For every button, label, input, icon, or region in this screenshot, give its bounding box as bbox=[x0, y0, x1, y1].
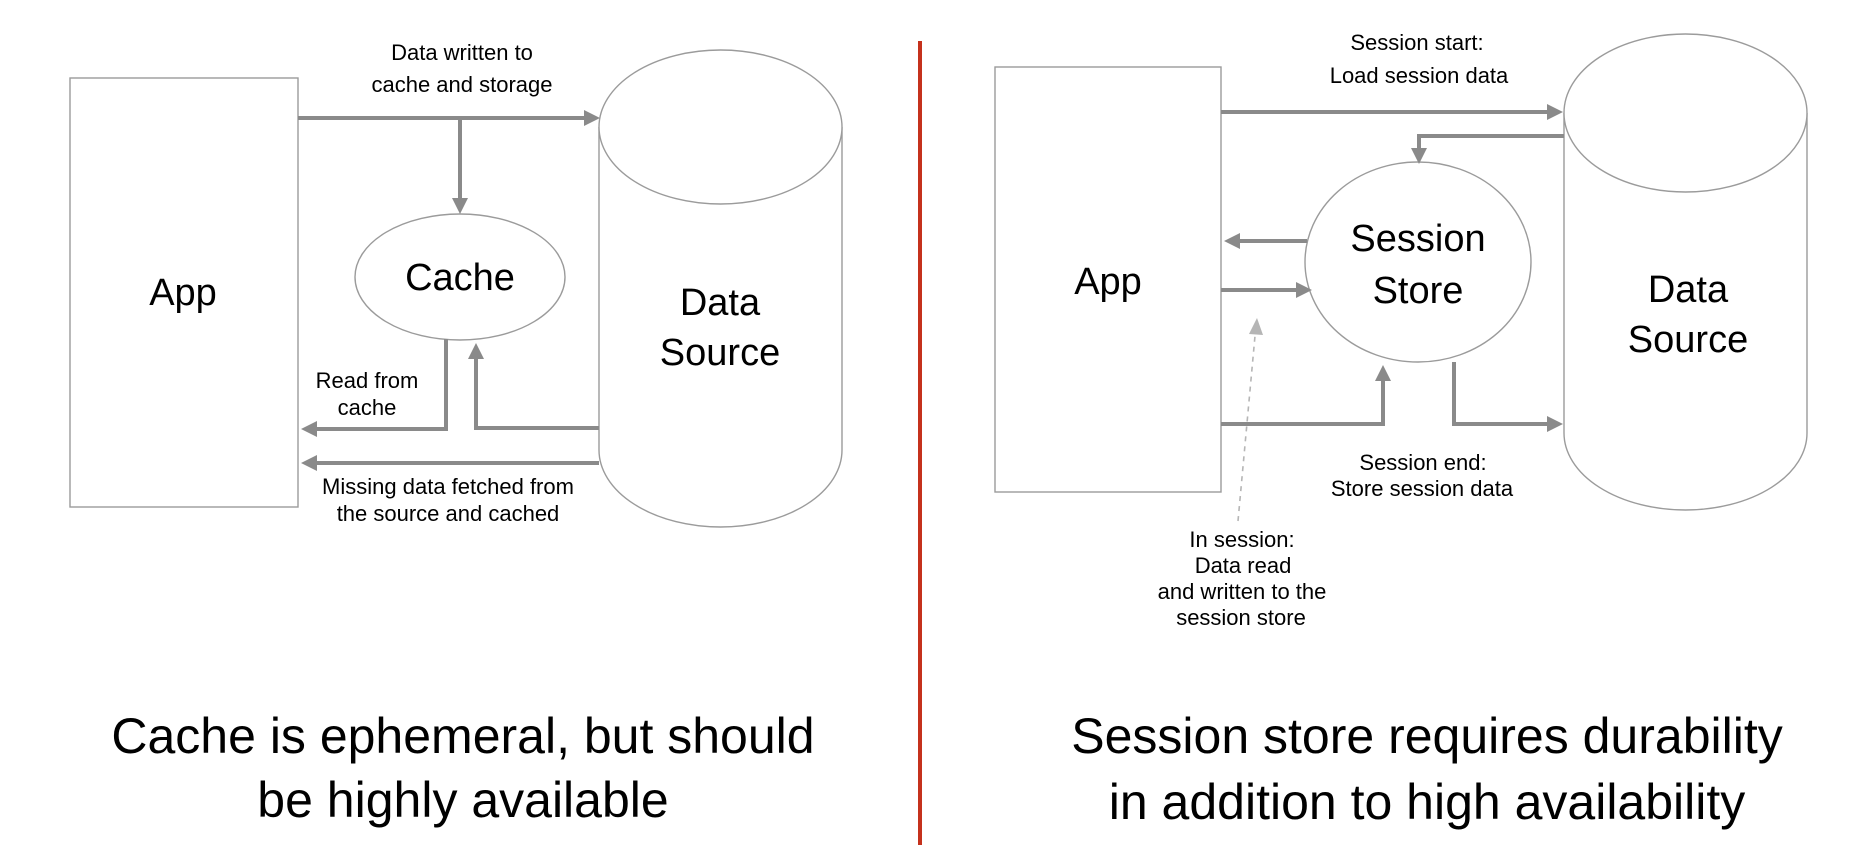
label-session-start-line2: Load session data bbox=[1330, 63, 1509, 88]
arrow-head bbox=[584, 110, 600, 126]
left-app-label: App bbox=[149, 272, 217, 314]
left-datasource-label-line2: Source bbox=[660, 332, 780, 374]
label-data-written-line2: cache and storage bbox=[371, 72, 552, 97]
arrow-branch-to-cache bbox=[452, 118, 468, 214]
dashed-arrow-head bbox=[1249, 318, 1263, 335]
arrow-store-to-app bbox=[1224, 233, 1307, 249]
label-in-session-line3: and written to the bbox=[1158, 579, 1327, 604]
dashed-arrow-in-session bbox=[1237, 318, 1263, 522]
session-store-ellipse bbox=[1304, 161, 1532, 363]
arrow-head bbox=[301, 421, 317, 437]
left-cylinder-body bbox=[598, 127, 843, 528]
cache-label: Cache bbox=[405, 257, 515, 299]
arrow-shaft bbox=[1417, 134, 1564, 149]
right-diagram: App Session Store Data Source Session st… bbox=[994, 30, 1808, 830]
label-missing-data-line2: the source and cached bbox=[337, 501, 560, 526]
right-caption-line2: in addition to high availability bbox=[1109, 774, 1746, 830]
label-session-end-line2: Store session data bbox=[1331, 476, 1514, 501]
arrow-head bbox=[1224, 233, 1240, 249]
arrow-head bbox=[1375, 365, 1391, 381]
arrow-app-to-datasource-right bbox=[1221, 104, 1563, 120]
label-in-session-line2: Data read bbox=[1195, 553, 1292, 578]
arrow-datasource-to-cache bbox=[468, 343, 599, 430]
right-datasource-label-line2: Source bbox=[1628, 319, 1748, 361]
arrow-head bbox=[301, 455, 317, 471]
label-session-start-line1: Session start: bbox=[1350, 30, 1483, 55]
right-cylinder-body bbox=[1563, 113, 1808, 511]
arrow-cache-to-app bbox=[301, 339, 448, 437]
left-caption-line2: be highly available bbox=[257, 772, 668, 828]
left-datasource-cylinder bbox=[598, 49, 843, 528]
label-read-from-cache-line2: cache bbox=[338, 395, 397, 420]
right-datasource-cylinder bbox=[1563, 33, 1808, 511]
left-app-box bbox=[69, 77, 299, 508]
label-in-session-line1: In session: bbox=[1189, 527, 1294, 552]
session-store-label-line2: Store bbox=[1373, 270, 1464, 312]
arrow-app-to-store bbox=[1221, 282, 1312, 298]
label-session-end-line1: Session end: bbox=[1359, 450, 1486, 475]
arrow-app-to-datasource bbox=[298, 110, 600, 126]
arrow-head bbox=[1296, 282, 1312, 298]
label-missing-data-line1: Missing data fetched from bbox=[322, 474, 574, 499]
left-caption-line1: Cache is ephemeral, but should bbox=[111, 708, 814, 764]
arrow-datasource-to-app bbox=[301, 455, 599, 471]
label-data-written-line1: Data written to bbox=[391, 40, 533, 65]
left-diagram: App Cache Data Source Data written to ca… bbox=[69, 40, 843, 828]
left-datasource-label-line1: Data bbox=[680, 282, 761, 324]
label-in-session-line4: session store bbox=[1176, 605, 1306, 630]
dashed-arrow-shaft bbox=[1237, 335, 1256, 522]
right-datasource-label-line1: Data bbox=[1648, 269, 1729, 311]
arrow-shaft bbox=[317, 339, 448, 431]
arrow-head bbox=[1547, 104, 1563, 120]
right-cylinder-top bbox=[1563, 33, 1808, 193]
arrow-head bbox=[1547, 416, 1563, 432]
arrow-store-to-datasource bbox=[1452, 362, 1563, 432]
session-store-label-line1: Session bbox=[1350, 218, 1485, 260]
arrow-shaft bbox=[474, 359, 599, 430]
right-app-label: App bbox=[1074, 261, 1142, 303]
arrow-shaft bbox=[1221, 381, 1385, 426]
left-cylinder-top bbox=[598, 49, 843, 205]
red-divider bbox=[918, 41, 922, 845]
arrow-datasource-to-store bbox=[1411, 134, 1564, 164]
arrow-app-to-store-session-end bbox=[1221, 365, 1391, 426]
label-read-from-cache-line1: Read from bbox=[316, 368, 419, 393]
arrow-head bbox=[468, 343, 484, 359]
arrow-shaft bbox=[1452, 362, 1547, 426]
right-caption-line1: Session store requires durability bbox=[1071, 708, 1782, 764]
arrow-head bbox=[1411, 148, 1427, 164]
right-app-box bbox=[994, 66, 1222, 493]
arrow-head bbox=[452, 198, 468, 214]
